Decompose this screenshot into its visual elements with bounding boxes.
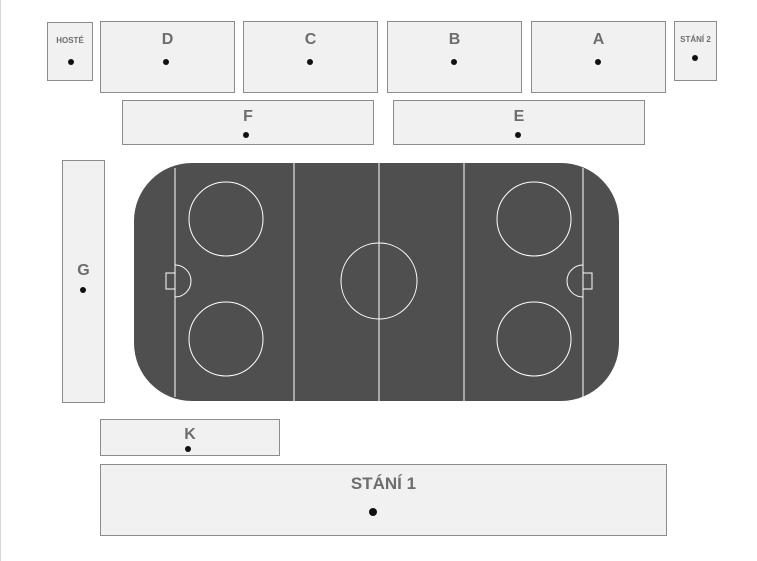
section-a-marker [595,59,601,65]
ice-surface [134,163,619,401]
section-g-label: G [77,262,90,279]
section-c-label: C [304,31,317,48]
section-b-label: B [448,31,461,48]
section-d-marker [163,59,169,65]
section-stani-2-marker [692,55,698,61]
section-stani-1-marker [369,508,377,516]
section-a[interactable]: A [531,21,666,93]
section-g-marker [80,287,86,293]
section-stani-2[interactable]: STÁNÍ 2 [674,21,717,81]
section-stani-1-label: STÁNÍ 1 [350,474,417,493]
goal-net-right [582,272,593,290]
goal-crease-right [566,264,584,298]
section-c[interactable]: C [243,21,378,93]
section-f[interactable]: F [122,100,374,145]
section-e-marker [515,132,521,138]
faceoff-circle-left-bottom [188,301,264,377]
section-f-label: F [243,108,253,125]
rink-markings [165,163,593,401]
section-a-label: A [592,31,605,48]
section-hoste-label: HOSTÉ [56,36,84,45]
faceoff-circle-left-top [188,181,264,257]
section-hoste[interactable]: HOSTÉ [47,22,93,81]
section-b-marker [451,59,457,65]
section-k[interactable]: K [100,419,280,456]
section-c-marker [307,59,313,65]
section-hoste-marker [68,59,74,65]
section-f-marker [243,132,249,138]
section-d[interactable]: D [100,21,235,93]
goal-net-left [165,272,176,290]
section-stani-1[interactable]: STÁNÍ 1 [100,464,667,536]
section-d-label: D [161,31,174,48]
section-k-marker [185,446,191,452]
faceoff-circle-right-top [496,181,572,257]
section-b[interactable]: B [387,21,522,93]
section-g[interactable]: G [62,160,105,403]
section-stani-2-label: STÁNÍ 2 [680,35,711,44]
section-e-label: E [513,108,525,125]
faceoff-circle-right-bottom [496,301,572,377]
section-k-label: K [184,426,196,443]
center-faceoff-circle [340,242,418,320]
goal-crease-left [174,264,192,298]
section-e[interactable]: E [393,100,645,145]
page-edge-divider [0,0,1,561]
